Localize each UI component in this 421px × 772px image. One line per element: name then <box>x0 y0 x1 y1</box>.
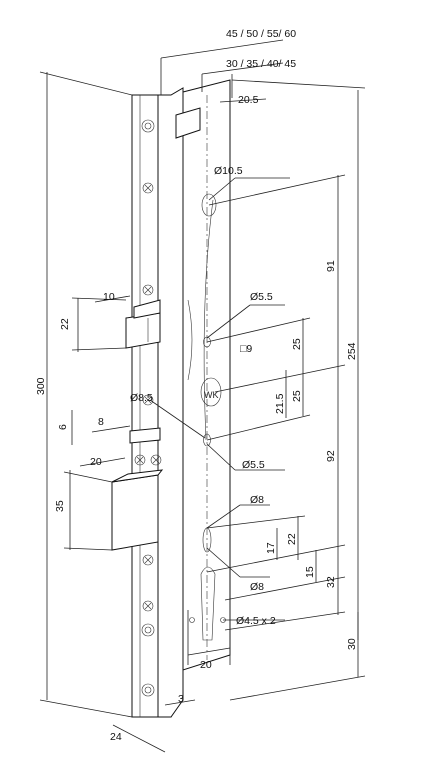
faceplate <box>131 87 184 718</box>
svg-text:WK: WK <box>204 390 219 400</box>
label-d8-top: Ø8 <box>250 494 264 506</box>
dim-254: 254 <box>346 342 358 360</box>
dimension-lines: 45 / 50 / 55/ 60 30 / 35 / 40/ 45 20.5 Ø… <box>35 28 366 753</box>
dim-20-bolt: 20 <box>90 456 102 468</box>
screw-icons <box>134 182 162 612</box>
case-holes: WK <box>189 193 226 641</box>
dim-300: 300 <box>35 377 47 395</box>
label-d8-5: Ø8.5 <box>130 392 153 404</box>
dim-backset-options: 30 / 35 / 40/ 45 <box>226 58 296 70</box>
dim-3: 3 <box>178 693 184 705</box>
dim-17: 17 <box>265 542 277 554</box>
small-bolt <box>129 427 161 444</box>
dim-6: 6 <box>57 424 69 430</box>
lock-case <box>175 79 231 671</box>
dim-cyl-20: 20 <box>200 659 212 671</box>
dim-width-options: 45 / 50 / 55/ 60 <box>226 28 296 40</box>
dim-latch-10: 10 <box>103 291 115 303</box>
latch-bolt <box>125 299 161 349</box>
deadbolt <box>111 469 164 551</box>
label-d5-5-low: Ø5.5 <box>242 459 265 471</box>
dim-25-a: 25 <box>291 338 303 350</box>
label-sq9: □9 <box>240 343 252 355</box>
dim-91: 91 <box>325 260 337 272</box>
label-d8-low: Ø8 <box>250 581 264 593</box>
dim-15: 15 <box>304 566 316 578</box>
label-d4-5x2: Ø4.5 x 2 <box>236 615 276 627</box>
dim-22-b: 22 <box>286 533 298 545</box>
dim-30: 30 <box>346 638 358 650</box>
dim-24: 24 <box>110 731 122 743</box>
dim-25-b: 25 <box>291 390 303 402</box>
dim-92: 92 <box>325 450 337 462</box>
dim-8: 8 <box>98 416 104 428</box>
dim-35: 35 <box>54 500 66 512</box>
dim-20-5: 20.5 <box>238 94 259 106</box>
dim-32: 32 <box>325 576 337 588</box>
dim-21-5: 21.5 <box>274 393 286 414</box>
label-d5-5-top: Ø5.5 <box>250 291 273 303</box>
dim-latch-22: 22 <box>59 318 71 330</box>
label-d10-5: Ø10.5 <box>214 165 243 177</box>
